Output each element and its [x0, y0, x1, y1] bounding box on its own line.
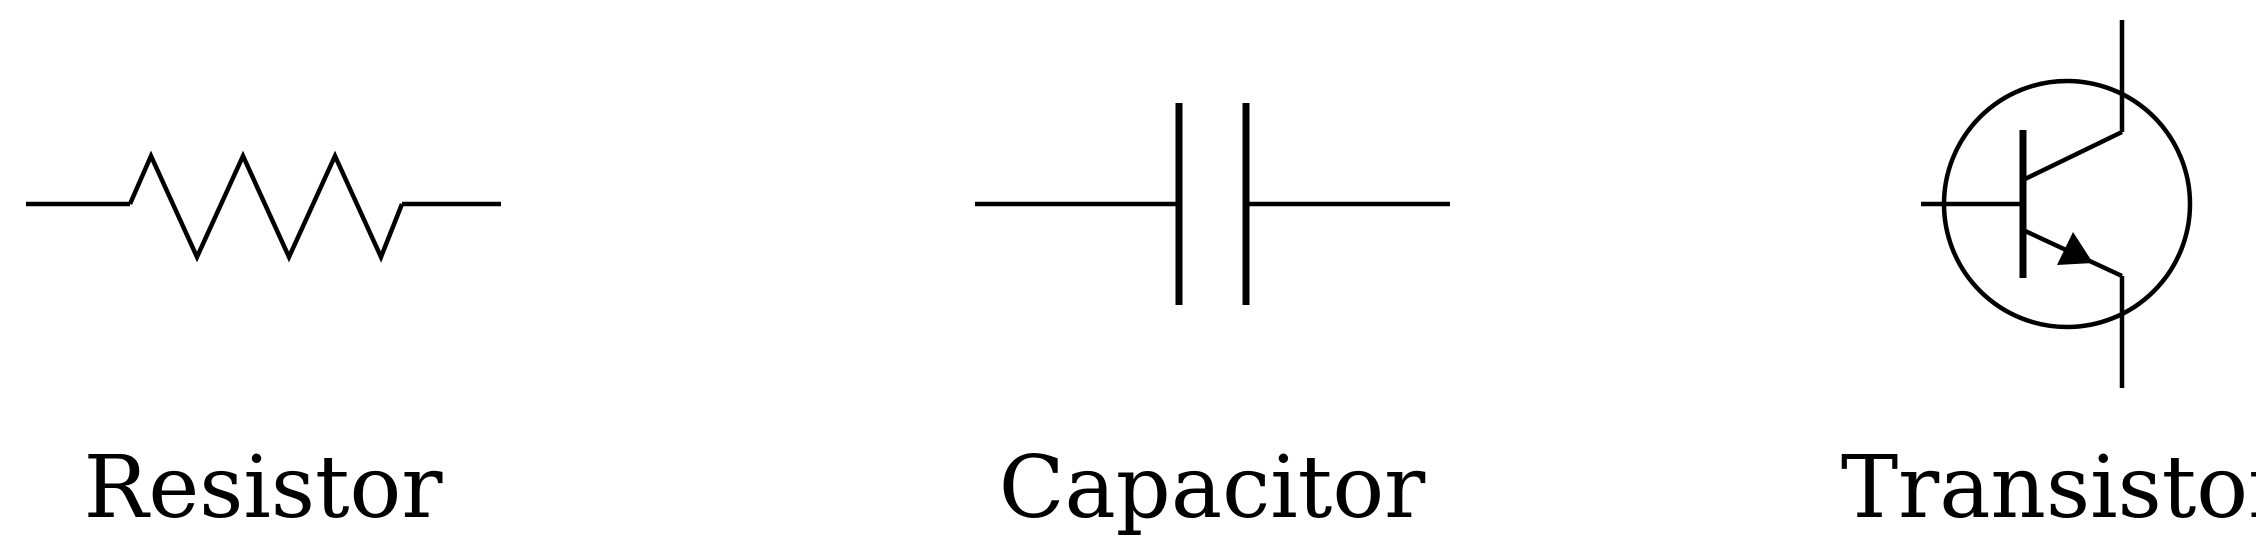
resistor-label: Resistor — [84, 438, 444, 538]
transistor-symbol — [1921, 20, 2193, 388]
transistor-label: Transistor — [1841, 438, 2256, 538]
capacitor-label: Capacitor — [999, 438, 1426, 538]
capacitor-symbol — [975, 103, 1450, 305]
resistor-symbol — [26, 150, 501, 263]
resistor-zigzag — [127, 150, 405, 263]
transistor-collector-diagonal — [2022, 129, 2123, 183]
transistor-emitter-arrow — [2057, 232, 2093, 265]
